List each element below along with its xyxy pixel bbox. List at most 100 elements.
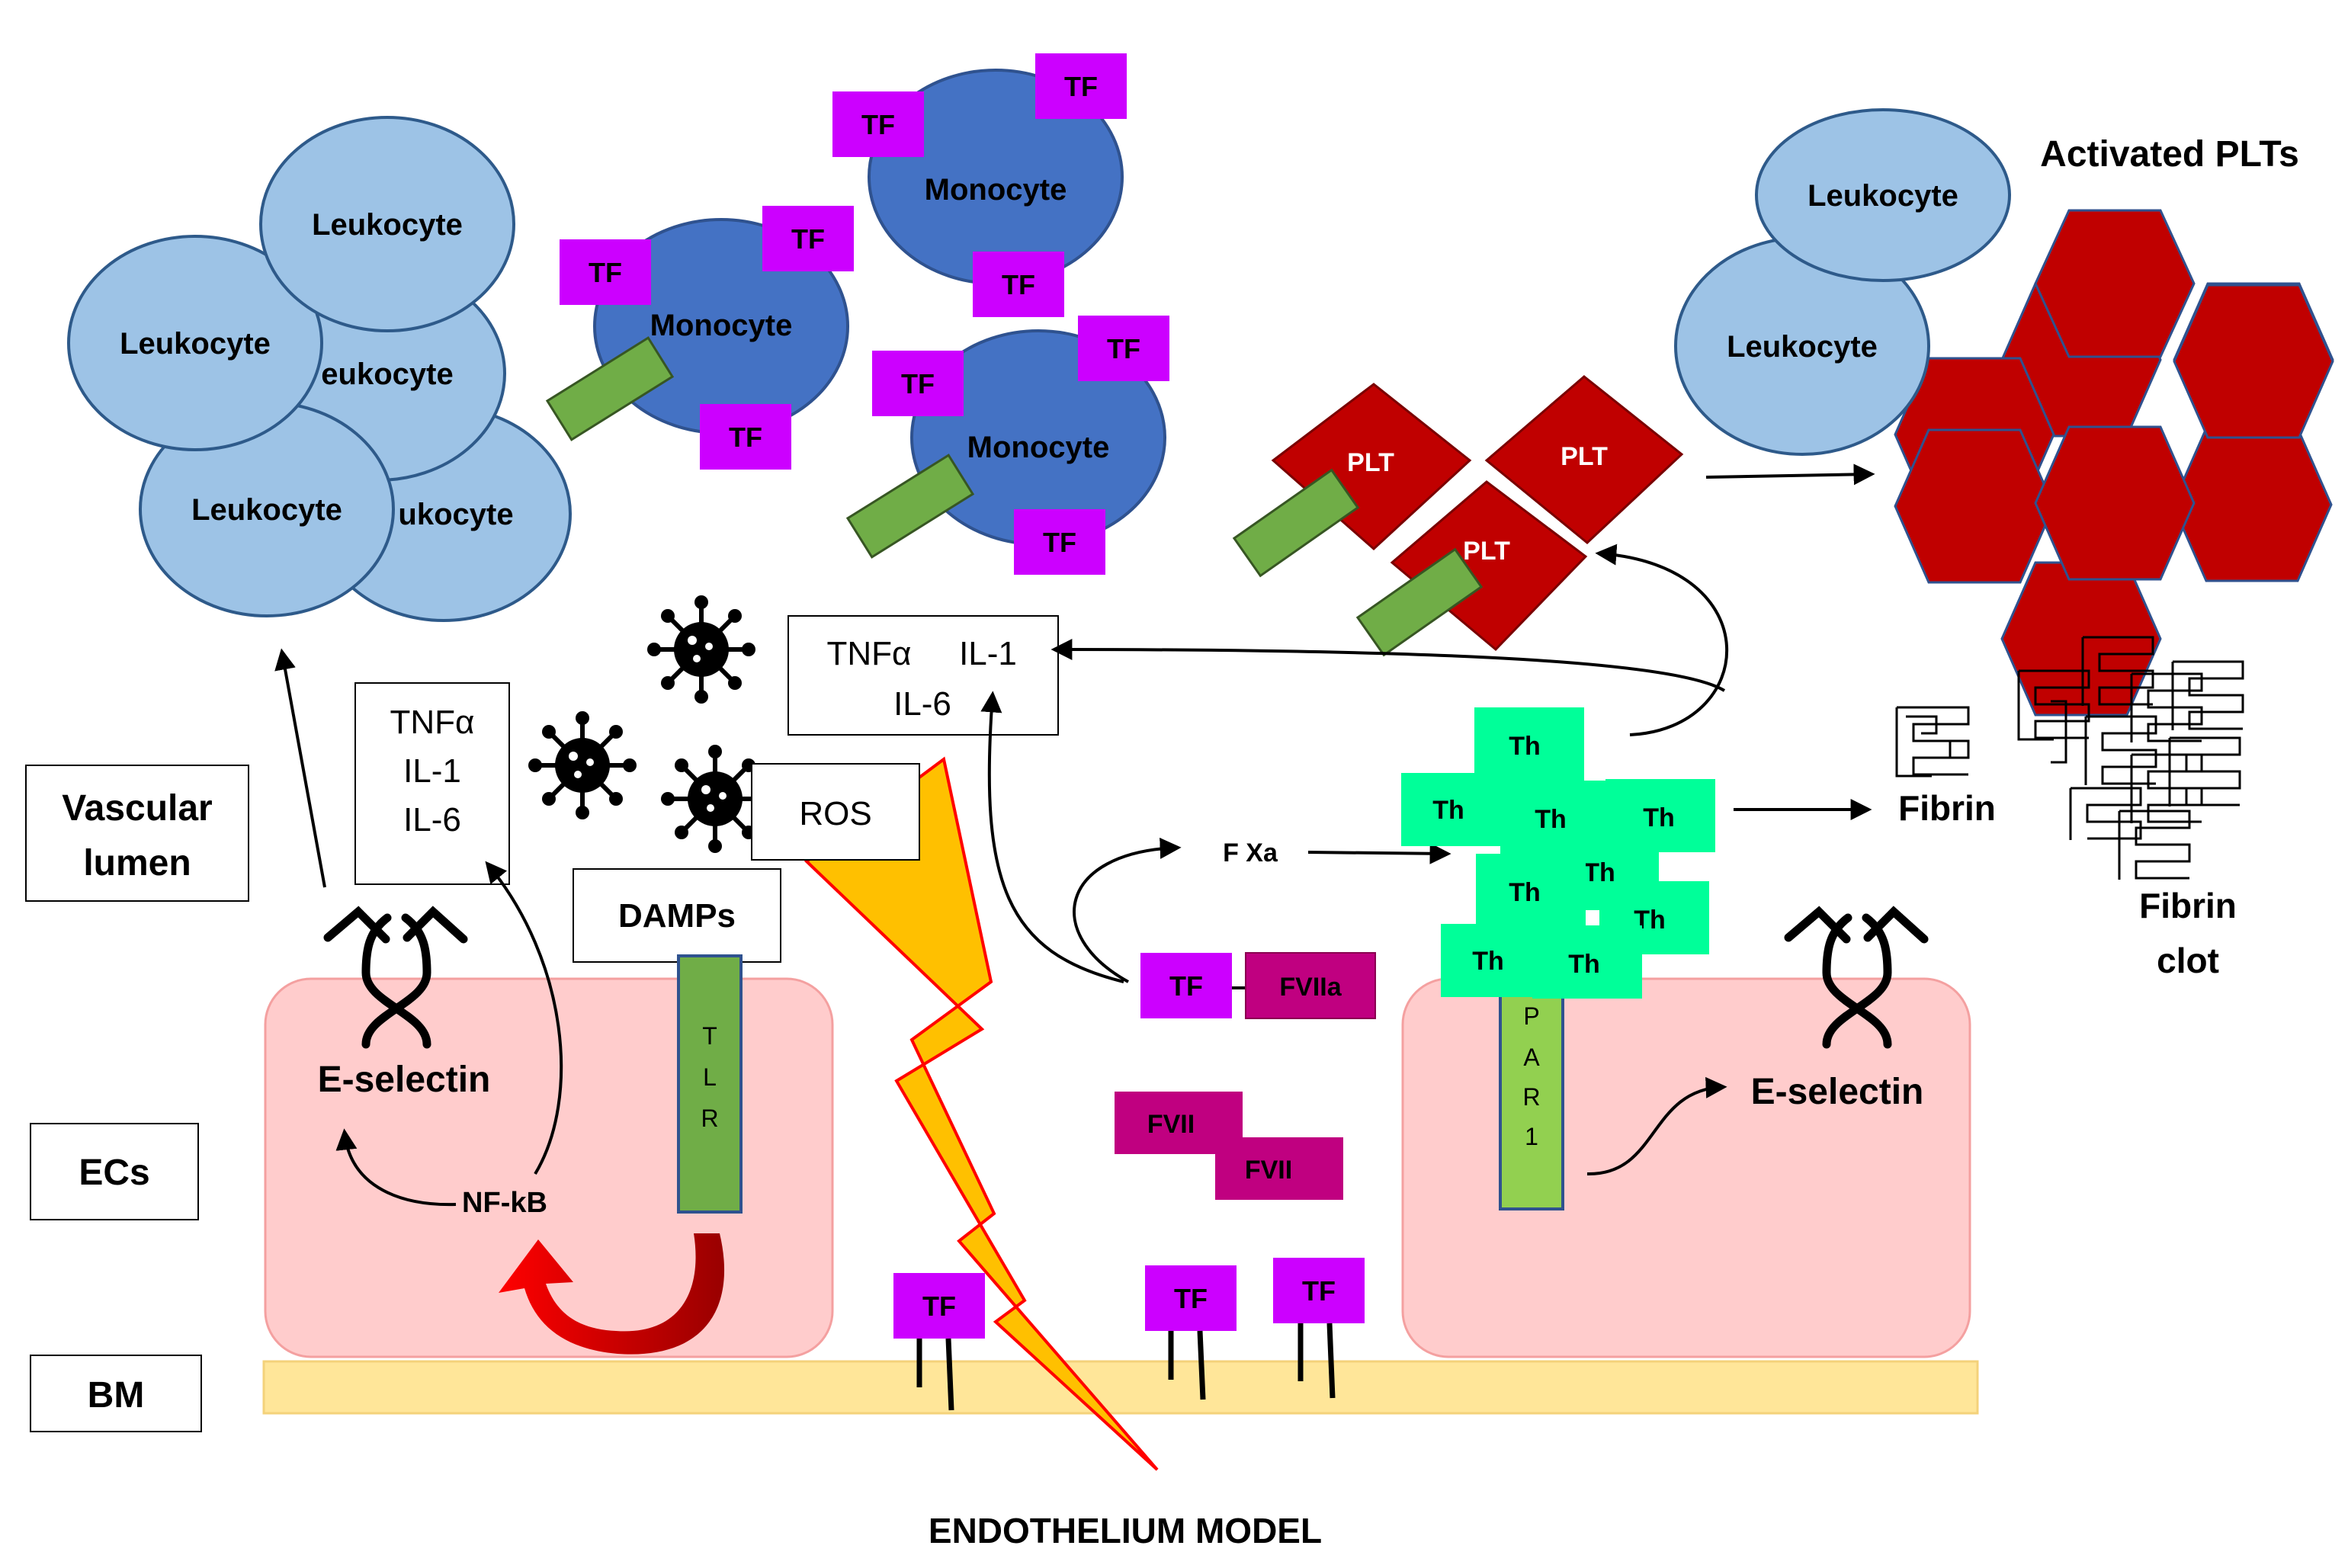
svg-text:TF: TF: [1002, 269, 1035, 300]
svg-text:PLT: PLT: [1347, 448, 1394, 477]
svg-text:Th: Th: [1568, 950, 1600, 979]
leukocyte-label: Leukocyte: [120, 327, 271, 361]
arrow-tf-to-fxa: [1073, 837, 1182, 983]
fibrin-clot-label-line2: clot: [2157, 941, 2219, 980]
bm-label: BM: [30, 1355, 202, 1432]
svg-text:TF: TF: [922, 1291, 956, 1322]
tnfa-label: TNFα: [827, 635, 912, 672]
tf-box: TF: [762, 206, 854, 271]
vascular-lumen-line1: Vascular: [62, 788, 212, 829]
il6-label: IL-6: [403, 801, 461, 839]
leukocyte-label: ukocyte: [398, 498, 513, 531]
arrow-plts-to-activated: [1705, 463, 1875, 486]
tlr-receptor: T L R: [677, 954, 743, 1214]
platelet: PLT: [1484, 375, 1684, 544]
il6-label: IL-6: [893, 685, 951, 723]
fibrin-label: Fibrin: [1898, 788, 1996, 828]
leukocyte-cell: [67, 235, 323, 451]
leukocyte-label: Leukocyte: [312, 208, 463, 242]
thrombin-box: Th: [1474, 707, 1584, 781]
svg-text:FVII: FVII: [1245, 1156, 1292, 1185]
svg-text:A: A: [1523, 1044, 1540, 1071]
ros-box: ROS: [751, 763, 920, 861]
leukocyte-label: Leukocyte: [191, 493, 342, 527]
platelet: PLT: [1271, 383, 1472, 551]
svg-text:TF: TF: [1174, 1283, 1208, 1314]
svg-text:1: 1: [1525, 1123, 1538, 1150]
eselectin-label-right: E-selectin: [1751, 1072, 1924, 1112]
svg-text:R: R: [701, 1105, 718, 1132]
platelet: PLT: [1390, 480, 1588, 652]
svg-text:TF: TF: [791, 223, 825, 255]
leukocyte-label: Leukocyte: [1808, 179, 1958, 213]
activated-plts-label: Activated PLTs: [2040, 134, 2299, 175]
svg-text:Th: Th: [1509, 732, 1541, 761]
leukocyte-label: Leukocyte: [1727, 330, 1878, 364]
arrow-par1-to-eselectin: [1586, 1076, 1727, 1176]
nfkb-activation-arrow-icon: [499, 1233, 725, 1355]
vascular-lumen-line2: lumen: [83, 843, 191, 883]
arrow-to-leukocytes: [274, 648, 326, 888]
thrombin-box: Th: [1476, 854, 1586, 927]
eselectin-icon: [323, 906, 468, 1049]
svg-text:FVII: FVII: [1147, 1110, 1195, 1139]
cytokine-box-left: TNFα IL-1 IL-6: [354, 682, 510, 885]
ecs-label: ECs: [30, 1123, 199, 1220]
platelet-receptor: [1232, 468, 1360, 578]
monocyte-2: Monocyte: [868, 69, 1124, 285]
monocyte-receptor: [545, 336, 675, 441]
activated-platelet: [2034, 425, 2196, 581]
svg-text:TF: TF: [1064, 71, 1098, 102]
pathway-arrows: [274, 463, 1875, 1207]
tf-membrane-anchor: TF: [1145, 1265, 1237, 1400]
svg-text:TF: TF: [1169, 970, 1203, 1002]
ecs-label-text: ECs: [79, 1153, 149, 1193]
tf-membrane-anchor: TF: [1273, 1258, 1365, 1399]
tf-box: TF: [1140, 953, 1232, 1018]
eselectin-label-left: E-selectin: [318, 1060, 491, 1100]
fibrin-clot-icon: [2017, 636, 2244, 880]
tf-membrane-anchor: TF: [893, 1273, 985, 1411]
leukocyte-cell: [259, 116, 515, 332]
bm-label-text: BM: [88, 1375, 145, 1416]
leukocyte-cell: [1755, 108, 2011, 282]
damps-label: DAMPs: [618, 897, 736, 935]
fxa-label: F Xa: [1223, 839, 1278, 867]
activated-platelet: [2000, 561, 2162, 717]
thrombin-box: Th: [1401, 773, 1511, 846]
svg-text:Th: Th: [1535, 805, 1567, 834]
arrow-thrombin-to-cytokines: [1051, 639, 1726, 692]
virus-icon: [528, 711, 637, 819]
activated-platelet: [2034, 209, 2196, 358]
svg-text:FVIIa: FVIIa: [1279, 973, 1342, 1002]
activated-platelet: [1894, 428, 2055, 584]
svg-text:Th: Th: [1472, 947, 1504, 976]
tf-box: TF: [560, 239, 651, 305]
monocyte-label: Monocyte: [650, 309, 793, 342]
thrombin-box: Th: [1532, 925, 1642, 999]
activated-platelet-cluster: [1894, 209, 2334, 717]
tf-box: TF: [832, 91, 924, 157]
svg-text:TF: TF: [861, 109, 895, 140]
svg-text:PLT: PLT: [1561, 442, 1608, 471]
cytokine-box-center: TNFα IL-1 IL-6: [787, 615, 1059, 736]
arrow-thrombin-to-platelets: [1595, 544, 1729, 736]
leukocyte-cluster-right: Leukocyte Leukocyte: [1674, 108, 2011, 456]
nfkb-label: NF-kB: [462, 1187, 547, 1219]
tf-box: TF: [1014, 509, 1105, 575]
tnfa-label: TNFα: [390, 704, 475, 741]
activated-platelet: [2173, 284, 2334, 439]
ros-label: ROS: [799, 795, 871, 832]
lightning-bolt-icon: [804, 756, 1159, 1471]
svg-text:TF: TF: [1302, 1275, 1336, 1307]
par1-receptor: P A R 1: [1499, 982, 1564, 1210]
svg-text:PLT: PLT: [1463, 537, 1510, 566]
tf-box: TF: [973, 252, 1064, 317]
leukocyte-label: eukocyte: [321, 358, 453, 391]
svg-text:Th: Th: [1509, 878, 1541, 907]
diagram-title: ENDOTHELIUM MODEL: [929, 1511, 1322, 1550]
arrow-tf-to-cytokines: [980, 691, 1124, 983]
fibrin-strand-icon: [1895, 706, 1970, 778]
monocyte-receptor: [845, 454, 975, 559]
tf-box: TF: [1035, 53, 1127, 119]
